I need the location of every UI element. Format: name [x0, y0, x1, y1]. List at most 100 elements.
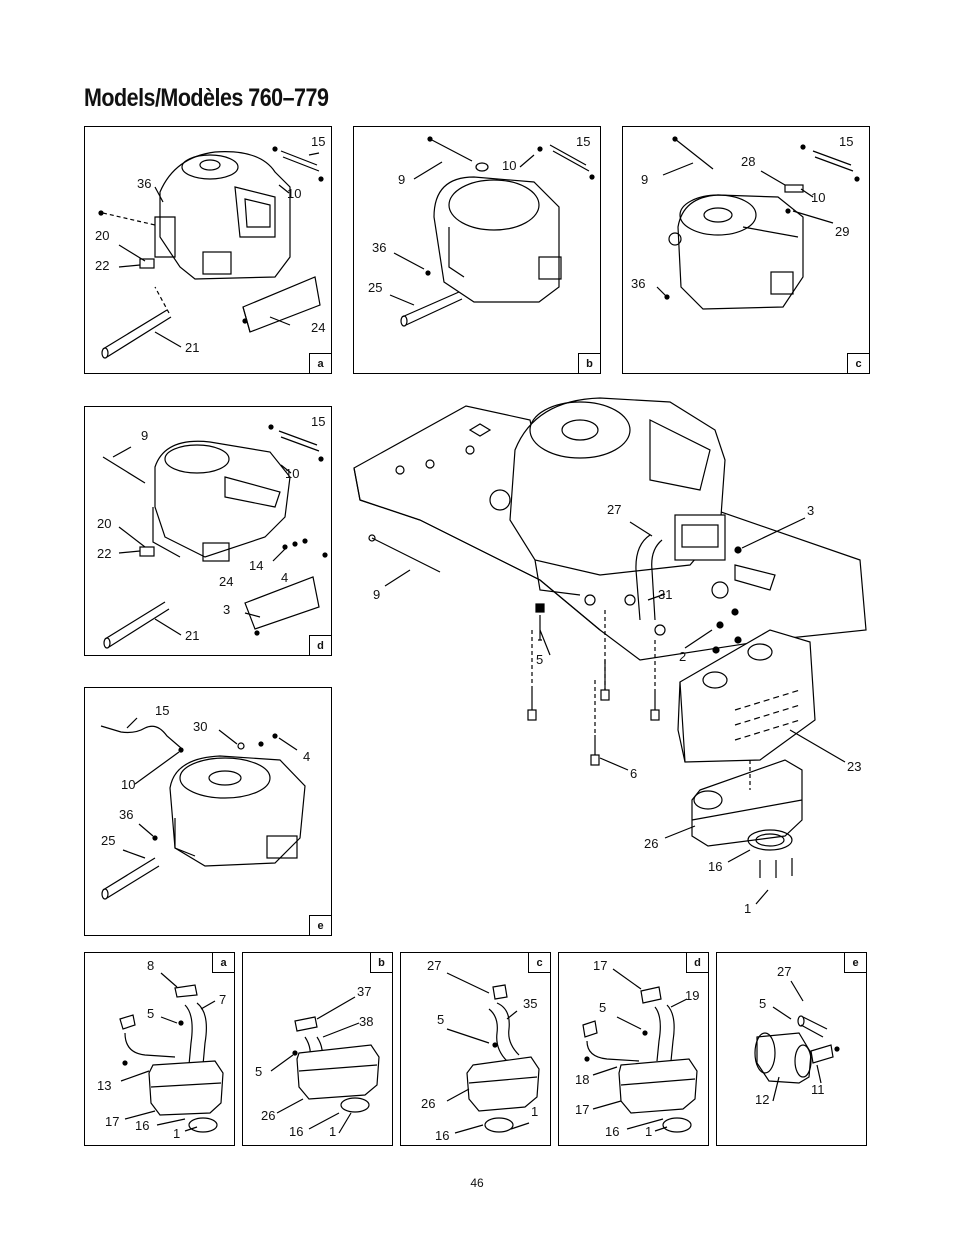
diagram-panel-c: 15 9 28 10 29 36 c [622, 126, 870, 374]
callout-21: 21 [185, 628, 200, 643]
callout-29: 29 [835, 224, 850, 239]
page-title: Models/Modèles 760–779 [84, 84, 329, 112]
callout-4: 4 [303, 749, 311, 764]
callout-25: 25 [368, 280, 383, 295]
callout-16: 16 [708, 859, 723, 874]
panel-letter: b [578, 353, 600, 373]
callout-16: 16 [435, 1128, 450, 1143]
callout-3: 3 [807, 503, 815, 518]
callout-10: 10 [811, 190, 826, 205]
callout-9: 9 [641, 172, 649, 187]
muffler-panel-a: 8 7 5 13 17 16 1 a [84, 952, 235, 1146]
callout-15: 15 [839, 134, 854, 149]
callout-26: 26 [261, 1108, 276, 1123]
callout-4: 4 [281, 570, 289, 585]
muffler-panel-c: 27 35 5 26 1 16 c [400, 952, 551, 1146]
callout-20: 20 [95, 228, 110, 243]
callout-35: 35 [523, 996, 538, 1011]
callout-24: 24 [219, 574, 234, 589]
callout-27: 27 [777, 964, 792, 979]
panel-letter: c [847, 353, 869, 373]
callout-9: 9 [141, 428, 149, 443]
muffler-b-illustration [270, 996, 380, 1134]
callout-26: 26 [644, 836, 659, 851]
callout-10: 10 [502, 158, 517, 173]
callout-17: 17 [593, 958, 608, 973]
panel-letter: d [309, 635, 331, 655]
callout-1: 1 [173, 1126, 181, 1141]
callout-10: 10 [285, 466, 300, 481]
panel-letter: a [212, 953, 234, 973]
callout-15: 15 [311, 414, 326, 429]
callout-18: 18 [575, 1072, 590, 1087]
callout-10: 10 [121, 777, 136, 792]
page-number: 46 [470, 1176, 484, 1190]
callout-5: 5 [255, 1064, 263, 1079]
callout-38: 38 [359, 1014, 374, 1029]
muffler-d-illustration [582, 968, 698, 1133]
callout-5: 5 [437, 1012, 445, 1027]
callout-24: 24 [311, 320, 326, 335]
callout-27: 27 [607, 502, 622, 517]
callout-15: 15 [311, 134, 326, 149]
engine-d-illustration [102, 424, 328, 649]
main-exploded-diagram: 27 3 9 31 5 2 23 6 26 16 1 [340, 390, 880, 930]
callout-23: 23 [847, 759, 862, 774]
callout-6: 6 [630, 766, 638, 781]
callout-1: 1 [744, 901, 752, 916]
chassis-engine-muffler-illustration [353, 397, 867, 905]
muffler-a-illustration [119, 972, 224, 1133]
callout-37: 37 [357, 984, 372, 999]
callout-26: 26 [421, 1096, 436, 1111]
callout-5: 5 [147, 1006, 155, 1021]
callout-10: 10 [287, 186, 302, 201]
callout-14: 14 [249, 558, 264, 573]
callout-12: 12 [755, 1092, 770, 1107]
callout-16: 16 [605, 1124, 620, 1139]
callout-16: 16 [289, 1124, 304, 1139]
callout-19: 19 [685, 988, 700, 1003]
callout-3: 3 [223, 602, 231, 617]
callout-36: 36 [137, 176, 152, 191]
engine-c-illustration [656, 136, 860, 310]
callout-22: 22 [95, 258, 110, 273]
callout-17: 17 [105, 1114, 120, 1129]
callout-16: 16 [135, 1118, 150, 1133]
callout-9: 9 [398, 172, 406, 187]
diagram-panel-d: 15 9 10 20 22 14 4 24 3 21 d [84, 406, 332, 656]
callout-8: 8 [147, 958, 155, 973]
callout-5: 5 [599, 1000, 607, 1015]
callout-15: 15 [155, 703, 170, 718]
panel-letter: a [309, 353, 331, 373]
callout-5: 5 [536, 652, 544, 667]
panel-letter: e [309, 915, 331, 935]
diagram-panel-a: 15 36 10 20 22 24 21 a [84, 126, 332, 374]
muffler-panel-d: 17 19 5 18 17 16 1 d [558, 952, 709, 1146]
callout-13: 13 [97, 1078, 112, 1093]
callout-25: 25 [101, 833, 116, 848]
muffler-c-illustration [446, 972, 540, 1134]
engine-b-illustration [389, 136, 595, 327]
callout-21: 21 [185, 340, 200, 355]
engine-a-illustration [98, 146, 324, 359]
engine-e-illustration [100, 717, 306, 900]
callout-22: 22 [97, 546, 112, 561]
panel-letter: b [370, 953, 392, 973]
callout-5: 5 [759, 996, 767, 1011]
panel-letter: d [686, 953, 708, 973]
panel-letter: e [844, 953, 866, 973]
diagram-panel-e: 15 30 4 10 36 25 e [84, 687, 332, 936]
callout-15: 15 [576, 134, 591, 149]
callout-7: 7 [219, 992, 227, 1007]
callout-1: 1 [531, 1104, 539, 1119]
callout-30: 30 [193, 719, 208, 734]
callout-2: 2 [679, 649, 687, 664]
callout-17-lower: 17 [575, 1102, 590, 1117]
callout-1: 1 [329, 1124, 337, 1139]
panel-letter: c [528, 953, 550, 973]
callout-1: 1 [645, 1124, 653, 1139]
callout-36: 36 [631, 276, 646, 291]
diagram-panel-b: 15 10 9 36 25 b [353, 126, 601, 374]
muffler-panel-e: 27 5 12 11 e [716, 952, 867, 1146]
muffler-panel-b: 37 38 5 26 16 1 b [242, 952, 393, 1146]
